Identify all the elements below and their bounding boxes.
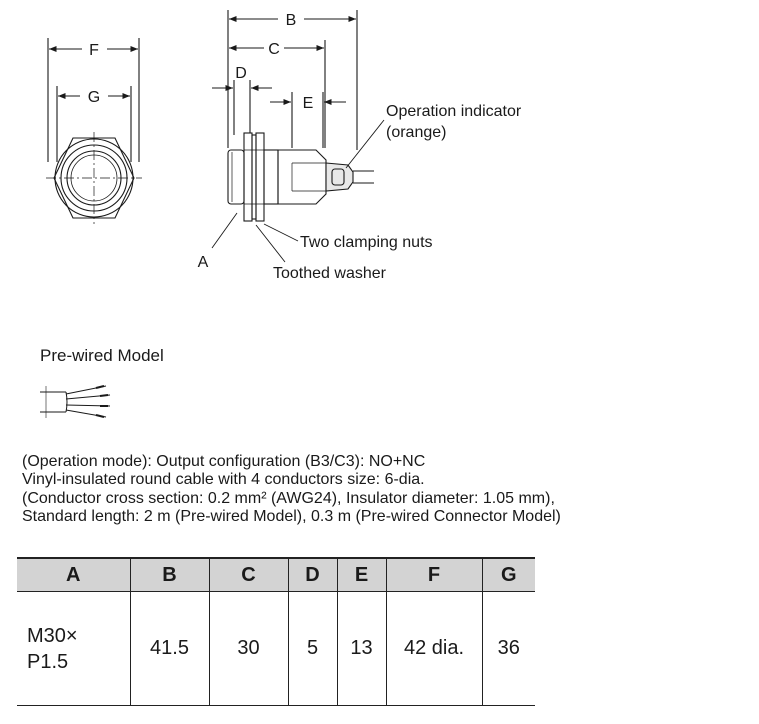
callout-clamping-nuts: Two clamping nuts — [300, 234, 433, 251]
note-line-4: Standard length: 2 m (Pre-wired Model), … — [22, 507, 561, 525]
dim-label-e: E — [303, 95, 314, 112]
table-header-a: A — [17, 557, 130, 592]
callout-operation-indicator: Operation indicator — [386, 103, 522, 120]
table-cell-f: 42 dia. — [385, 591, 482, 706]
table-header-f: F — [385, 557, 482, 592]
table-header-c: C — [208, 557, 288, 592]
side-view — [211, 10, 385, 263]
table-cell-c: 30 — [208, 591, 288, 706]
table-cell-e: 13 — [336, 591, 386, 706]
cable-wires-icon — [40, 385, 111, 418]
table-cell-a-line1: M30× — [27, 624, 78, 647]
table-header-row: A B C D E F G — [17, 557, 535, 592]
table-cell-d: 5 — [287, 591, 337, 706]
table-cell-a-line2: P1.5 — [27, 650, 69, 673]
dim-label-f: F — [89, 42, 99, 59]
table-cell-a: M30× P1.5 — [17, 591, 130, 706]
dim-label-c: C — [268, 41, 280, 58]
sensor-dimension-drawing: F G — [46, 10, 522, 282]
dimension-table: A B C D E F G M30× P1.5 41.5 30 5 13 42 … — [17, 557, 535, 706]
note-line-2: Vinyl-insulated round cable with 4 condu… — [22, 471, 425, 489]
dim-label-b: B — [286, 12, 297, 29]
front-view — [46, 38, 142, 224]
note-line-3: (Conductor cross section: 0.2 mm² (AWG24… — [22, 489, 555, 507]
dim-label-g: G — [88, 89, 100, 106]
dim-label-d: D — [235, 65, 247, 82]
note-line-1: (Operation mode): Output configuration (… — [22, 453, 426, 470]
callout-toothed-washer: Toothed washer — [273, 265, 387, 282]
table-row: M30× P1.5 41.5 30 5 13 42 dia. 36 — [17, 591, 535, 706]
table-header-b: B — [129, 557, 209, 592]
table-cell-b: 41.5 — [129, 591, 209, 706]
callout-operation-indicator-color: (orange) — [386, 124, 446, 141]
cable-notes: (Operation mode): Output configuration (… — [22, 453, 561, 526]
table-header-e: E — [336, 557, 386, 592]
dim-label-a: A — [198, 254, 209, 271]
table-cell-g: 36 — [481, 591, 535, 706]
table-header-g: G — [481, 557, 535, 592]
model-title: Pre-wired Model — [40, 346, 164, 365]
table-header-d: D — [287, 557, 337, 592]
